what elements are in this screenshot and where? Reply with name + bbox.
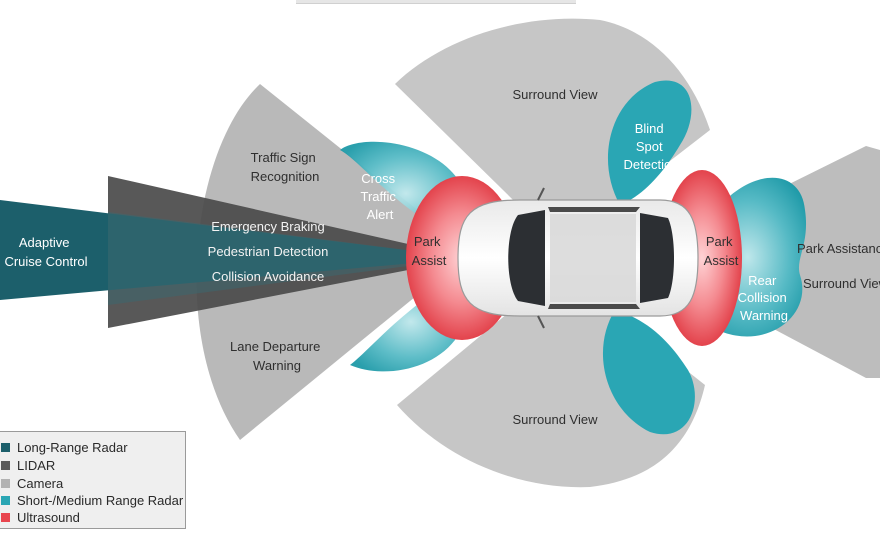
legend-item-long-range-radar: Long-Range Radar <box>1 439 128 455</box>
legend-item-ultrasound: Ultrasound <box>1 509 80 525</box>
long-range-radar-inner <box>108 212 470 305</box>
car-mirror-top <box>537 187 545 201</box>
surround-view-right-label: Surround View <box>803 276 880 291</box>
legend-swatch <box>1 460 10 470</box>
pedestrian-detection-label: Pedestrian Detection <box>208 244 329 259</box>
park-assist-front-label: Park Assist <box>412 234 447 268</box>
legend-label: Ultrasound <box>17 509 80 525</box>
emergency-braking-label: Emergency Braking <box>211 219 324 234</box>
blind-spot-label: Blind Spot Detection <box>624 121 679 172</box>
legend-swatch <box>1 442 10 452</box>
blind-spot-radar <box>607 80 692 205</box>
legend-label: Camera <box>17 475 64 491</box>
legend-swatch <box>1 495 10 505</box>
collision-avoidance-label: Collision Avoidance <box>212 269 325 284</box>
top-tab <box>296 0 576 4</box>
car <box>457 187 699 329</box>
legend-swatch <box>1 478 10 488</box>
legend-swatch <box>1 512 10 522</box>
park-assistance-label: Park Assistance <box>797 241 880 256</box>
legend-item-lidar: LIDAR <box>1 457 55 473</box>
adaptive-cruise-label: Adaptive Cruise Control <box>4 235 87 269</box>
legend-item-short-medium-radar: Short-/Medium Range Radar <box>1 492 183 508</box>
park-assist-rear-label: Park Assist <box>704 234 739 268</box>
rear-side-radar-bottom <box>602 310 695 435</box>
lane-departure-label: Lane Departure Warning <box>230 339 324 373</box>
legend-label: Short-/Medium Range Radar <box>17 492 184 508</box>
traffic-sign-label: Traffic Sign Recognition <box>251 150 320 184</box>
legend-label: Long-Range Radar <box>17 439 128 455</box>
car-windshield <box>508 210 545 306</box>
car-mirror-bottom <box>537 315 545 329</box>
cross-traffic-label: Cross Traffic Alert <box>360 171 399 222</box>
surround-view-top-label: Surround View <box>512 87 598 102</box>
car-roof <box>550 214 636 302</box>
car-side-window-bottom <box>548 304 640 309</box>
car-rear-window <box>640 213 674 303</box>
surround-view-bottom-label: Surround View <box>512 412 598 427</box>
rear-collision-label: Rear Collision Warning <box>738 273 791 323</box>
car-side-window-top <box>548 207 640 212</box>
legend: Long-Range Radar LIDAR Camera Short-/Med… <box>0 431 186 529</box>
legend-item-camera: Camera <box>1 475 63 491</box>
legend-label: LIDAR <box>17 457 56 473</box>
